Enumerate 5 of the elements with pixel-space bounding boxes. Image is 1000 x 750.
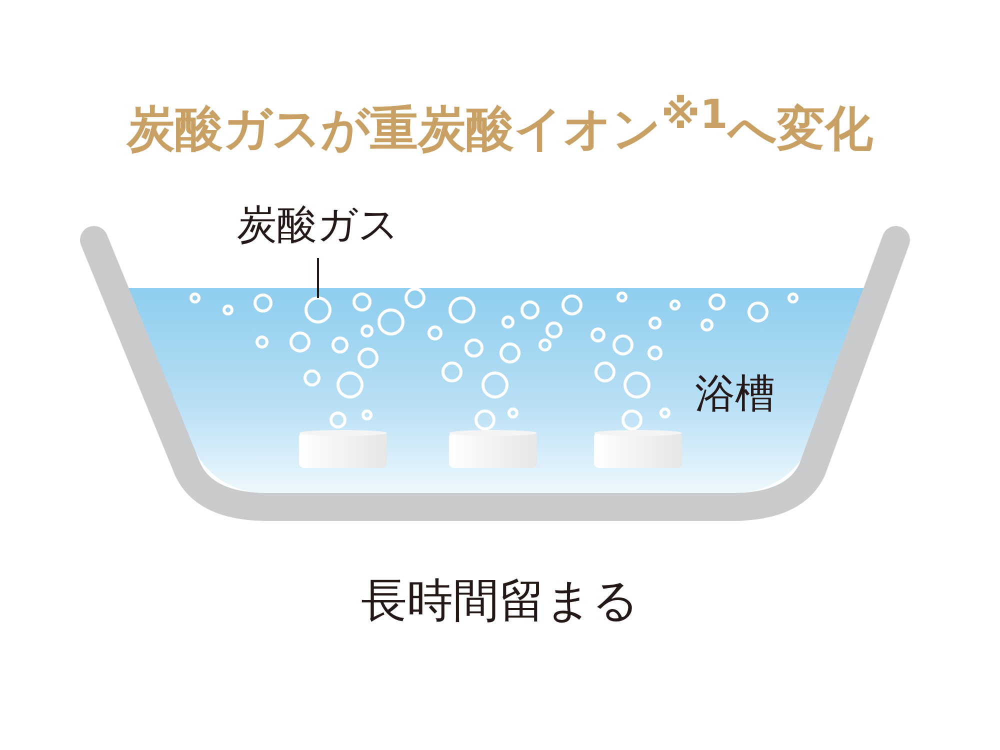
- title: 炭酸ガスが重炭酸イオン$^{※1}$へ変化: [125, 92, 874, 159]
- bathtub-label: 浴槽: [694, 370, 776, 419]
- caption-text: 長時間留まる: [360, 572, 640, 629]
- leader-line: [317, 258, 319, 298]
- gas-label: 炭酸ガス: [213, 200, 423, 250]
